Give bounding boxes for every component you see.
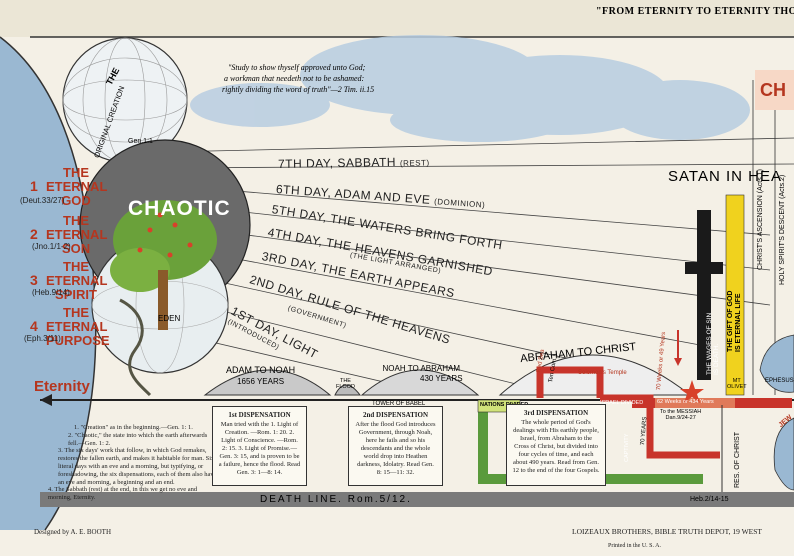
bethlehem-star <box>680 380 704 403</box>
quote-line-2: a workman that needeth not to be ashamed… <box>224 74 365 83</box>
cross-vertical <box>697 210 711 380</box>
solomons-temple-label: Solomon's Temple <box>578 370 627 376</box>
creation-rays <box>159 137 794 396</box>
heb-ref-label: Heb.2/14-15 <box>690 496 729 503</box>
note-4: 4. The Sabbath (rest) at the end, in thi… <box>48 486 198 502</box>
spirit-descent-label: HOLY SPIRIT'S DESCENT (Acts.2) <box>779 174 786 285</box>
notes-block: 1. "Creation" as in the beginning.—Gen. … <box>48 424 218 502</box>
dispensation-3: 3rd DISPENSATION The whole period of God… <box>506 404 606 486</box>
trinity-ref: (Eph.3/11) <box>24 334 61 343</box>
red-track <box>536 366 720 459</box>
arch-flood <box>334 384 362 396</box>
serpent <box>119 298 152 397</box>
note-2: 2. "Chaotic," the state into which the e… <box>68 431 208 447</box>
eden-label: EDEN <box>158 314 181 323</box>
header-motto: "FROM ETERNITY TO ETERNITY THOU AR <box>596 6 794 17</box>
ephesus-globe <box>759 334 794 393</box>
sky-clouds <box>190 35 750 142</box>
trinity-ref: (Deut.33/27) <box>20 196 65 205</box>
scripture-quote: "Study to show thyself approved unto God… <box>222 62 374 95</box>
cross-horizontal <box>685 262 723 274</box>
arch-adam-noah <box>203 369 332 396</box>
jew-globe <box>773 417 794 491</box>
israel-divided-label: ISRAEL DIVIDED <box>600 400 644 406</box>
nations-divided-label: NATIONS DIVIDED <box>480 402 529 408</box>
designer-credit: Designed by A. E. BOOTH <box>34 528 111 536</box>
chaotic-label: CHAOTIC <box>128 197 231 220</box>
weeks-label: 62 Weeks or 434 Years <box>657 399 714 405</box>
quote-line-1: "Study to show thyself approved unto God… <box>228 63 366 72</box>
trinity-ref: (Jno.1/1-2) <box>32 242 71 251</box>
trinity-num: 1 <box>30 178 38 194</box>
captivity-label: CAPTIVITY <box>624 433 630 462</box>
christ-header-box <box>755 70 794 110</box>
satan-label: SATAN IN HEA <box>668 168 782 185</box>
eternity-globe <box>0 37 96 530</box>
quote-line-3: rightly dividing the word of truth"—2 Ti… <box>222 85 375 94</box>
printed-credit: Printed in the U. S. A. <box>608 543 662 549</box>
arch-noah-abraham <box>360 369 480 396</box>
creation-ref: Gen.1:1 <box>128 138 153 145</box>
ascension-label: CHRIST'S ASCENSION (Acts.1) <box>757 169 764 270</box>
ephesus-label: EPHESUS <box>765 378 794 384</box>
arch-abraham-christ <box>498 354 692 396</box>
header-band <box>0 0 794 37</box>
trinity-num: 3 <box>30 272 38 288</box>
day-7: 7TH DAY, SABBATH (REST) <box>277 154 430 171</box>
trinity-num: 2 <box>30 226 38 242</box>
tower-of-babel-label: TOWER OF BABEL <box>372 401 426 407</box>
res-christ-label: RES. OF CHRIST <box>734 431 741 488</box>
publisher-credit: LOIZEAUX BROTHERS, BIBLE TRUTH DEPOT, 19… <box>572 527 762 536</box>
gift-bar <box>725 194 745 396</box>
death-line-label: DEATH LINE. Rom.5/12. <box>260 494 412 505</box>
death-line-bar <box>40 492 794 507</box>
dispensation-2: 2nd DISPENSATION After the flood God int… <box>348 406 443 486</box>
christ-partial-title: CH <box>760 80 786 100</box>
trinity-ref: (Heb.9/14) <box>32 288 70 297</box>
weeks-band <box>655 398 735 408</box>
note-1: 1. "Creation" as in the beginning.—Gen. … <box>74 424 193 431</box>
trinity-num: 4 <box>30 318 38 334</box>
green-track-left <box>478 402 488 482</box>
note-3: 3. The six days' work that follow, in wh… <box>58 447 217 486</box>
eternity-label: Eternity <box>34 378 90 395</box>
dispensation-1: 1st DISPENSATION Man tried with the 1. L… <box>212 406 307 486</box>
